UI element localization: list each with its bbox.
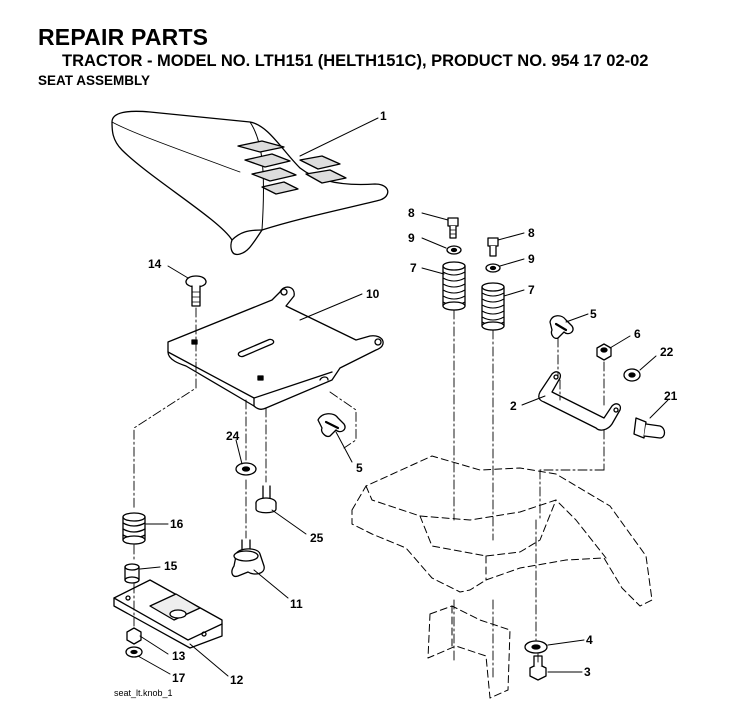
lock-washer-part (446, 245, 501, 273)
washer-22-part (623, 368, 641, 382)
shoulder-bolt-part (633, 417, 666, 439)
tractor-frame-reference (351, 455, 653, 699)
seat-part (111, 110, 389, 256)
clip-part (549, 315, 574, 340)
callout-3: 3 (584, 665, 591, 679)
callout-2: 2 (510, 399, 517, 413)
callout-1: 1 (380, 109, 387, 123)
washer-17-part (125, 646, 143, 658)
callout-9a: 9 (408, 231, 415, 245)
callout-4: 4 (586, 633, 593, 647)
callout-7b: 7 (528, 283, 535, 297)
seat-spring-part (442, 261, 505, 331)
callout-7a: 7 (410, 261, 417, 275)
leader-lines (137, 117, 669, 677)
carriage-bolt-part (185, 275, 207, 307)
seat-bracket-part (538, 371, 622, 431)
callout-5b: 5 (356, 461, 363, 475)
adjustment-knob-part (231, 539, 265, 578)
slide-plate-part (113, 579, 223, 649)
callout-6: 6 (634, 327, 641, 341)
callout-5a: 5 (590, 307, 597, 321)
callout-16: 16 (170, 517, 184, 531)
callout-12: 12 (230, 673, 244, 687)
clip-lower-part (317, 413, 346, 438)
section-title: SEAT ASSEMBLY (38, 73, 151, 88)
callout-22: 22 (660, 345, 674, 359)
seat-bolt-part (447, 217, 499, 257)
washer-4-part (524, 640, 548, 654)
callout-10: 10 (366, 287, 380, 301)
nut-13-part (126, 627, 142, 645)
page-title: REPAIR PARTS (38, 24, 209, 50)
callout-8a: 8 (408, 206, 415, 220)
callout-13: 13 (172, 649, 186, 663)
spring-16-part (122, 512, 146, 545)
callout-17: 17 (172, 671, 186, 685)
callout-25: 25 (310, 531, 324, 545)
assembly-center-lines (133, 307, 605, 681)
callout-8b: 8 (528, 226, 535, 240)
drawing-id: seat_lt.knob_1 (114, 688, 173, 698)
callout-15: 15 (164, 559, 178, 573)
callout-21: 21 (664, 389, 678, 403)
bolt-25-part (255, 485, 277, 514)
callout-11: 11 (290, 597, 303, 611)
callout-14: 14 (148, 257, 162, 271)
callout-24: 24 (226, 429, 240, 443)
callout-9b: 9 (528, 252, 535, 266)
hex-nut-part (596, 343, 612, 361)
page-subtitle: TRACTOR - MODEL NO. LTH151 (HELTH151C), … (62, 52, 649, 70)
washer-24-part (235, 462, 257, 476)
seat-pan-part (167, 286, 384, 410)
spacer-part (124, 563, 140, 584)
